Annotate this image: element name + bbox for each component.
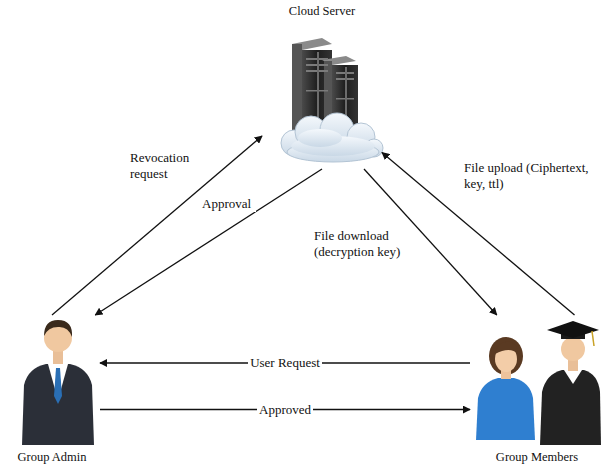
edge-label: File download (decryption key) [312,228,411,259]
admin-node: Group Admin [4,315,100,465]
cloud-icon [281,113,383,162]
edge-label: User Request [248,355,322,371]
edge-label: Approved [257,402,313,418]
member-figure [476,337,535,440]
edge-label: File upload (Ciphertext, key, ttl) [462,160,594,191]
node-label: Group Members [496,450,578,465]
node-label: Group Admin [17,450,86,465]
arrow-connector [52,136,262,315]
arrow-connector [95,169,322,315]
admin-figure [22,320,94,445]
server-node: Cloud Server [262,4,382,169]
members-node: Group Members [470,315,604,465]
edge-label: Revocation request [128,150,204,181]
member-figure [540,321,601,445]
node-label: Cloud Server [289,4,355,19]
edge-label: Approval [200,196,256,212]
